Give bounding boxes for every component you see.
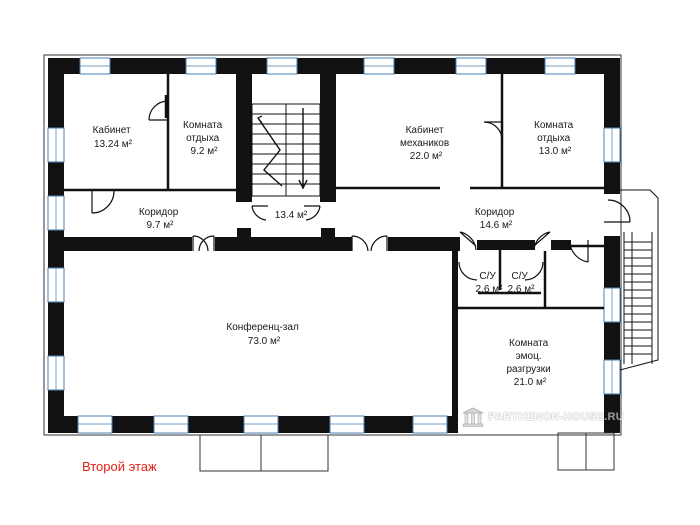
hall-wall xyxy=(452,251,458,433)
interior-walls xyxy=(64,74,571,433)
room-label-rest-1: Комната отдыха 9.2 м² xyxy=(183,120,225,157)
door xyxy=(533,231,551,251)
top-wall xyxy=(48,58,620,74)
door xyxy=(524,261,544,281)
door xyxy=(569,240,589,263)
corridor-wall xyxy=(551,240,571,250)
door xyxy=(91,190,115,214)
door xyxy=(304,205,321,221)
door xyxy=(483,121,503,141)
window xyxy=(329,415,365,434)
parthenon-logo-icon xyxy=(462,407,484,427)
watermark: PARTHENON-HOUSE.RU xyxy=(462,407,624,427)
window xyxy=(243,415,279,434)
corridor-wall xyxy=(215,237,352,251)
double-door xyxy=(192,235,215,252)
room-label-mechanics: Кабинет механиков 22.0 м² xyxy=(400,124,452,162)
corridor-wall xyxy=(64,237,192,251)
window-glazing xyxy=(55,65,613,425)
right-wall-upper xyxy=(604,58,620,194)
door xyxy=(148,100,169,121)
right-wall-lower xyxy=(604,236,620,433)
room-label-stairwell: 13.4 м² xyxy=(275,210,308,221)
room-label-rest-2: Комната отдыха 13.0 м² xyxy=(534,120,576,157)
room-label-wc-2: С/У 2.6 м² xyxy=(508,271,536,295)
window xyxy=(412,415,448,434)
room-label-corridor-2: Коридор 14.6 м² xyxy=(475,207,517,231)
room-label-conference: Конференц-зал 73.0 м² xyxy=(226,321,301,347)
window xyxy=(153,415,189,434)
window xyxy=(77,415,113,434)
porches xyxy=(199,432,615,472)
room-label-office: Кабинет 13.24 м² xyxy=(93,124,134,150)
stair-post xyxy=(321,228,335,238)
stair-post xyxy=(237,228,251,238)
door xyxy=(458,261,478,281)
stair-wall-right xyxy=(320,74,336,202)
exterior-staircase xyxy=(619,189,659,371)
door xyxy=(251,205,268,221)
outer-outline xyxy=(43,54,622,436)
stair-wall-left xyxy=(236,74,252,202)
partitions xyxy=(64,74,604,310)
room-label-wc-1: С/У 2.6 м² xyxy=(476,271,504,295)
exit-door xyxy=(604,199,631,223)
room-label-corridor-1: Коридор 9.7 м² xyxy=(139,207,181,231)
wc-top-wall xyxy=(477,240,535,250)
floor-caption: Второй этаж xyxy=(82,459,157,474)
double-door xyxy=(351,235,388,252)
door xyxy=(459,231,477,251)
porch xyxy=(199,434,329,472)
watermark-text: PARTHENON-HOUSE.RU xyxy=(488,411,624,423)
room-label-relaxation: Комната эмоц. разгрузки 21.0 м² xyxy=(506,338,553,388)
internal-staircase xyxy=(251,103,321,197)
corridor-wall xyxy=(388,237,460,251)
windows xyxy=(47,57,621,434)
doors xyxy=(91,100,631,281)
